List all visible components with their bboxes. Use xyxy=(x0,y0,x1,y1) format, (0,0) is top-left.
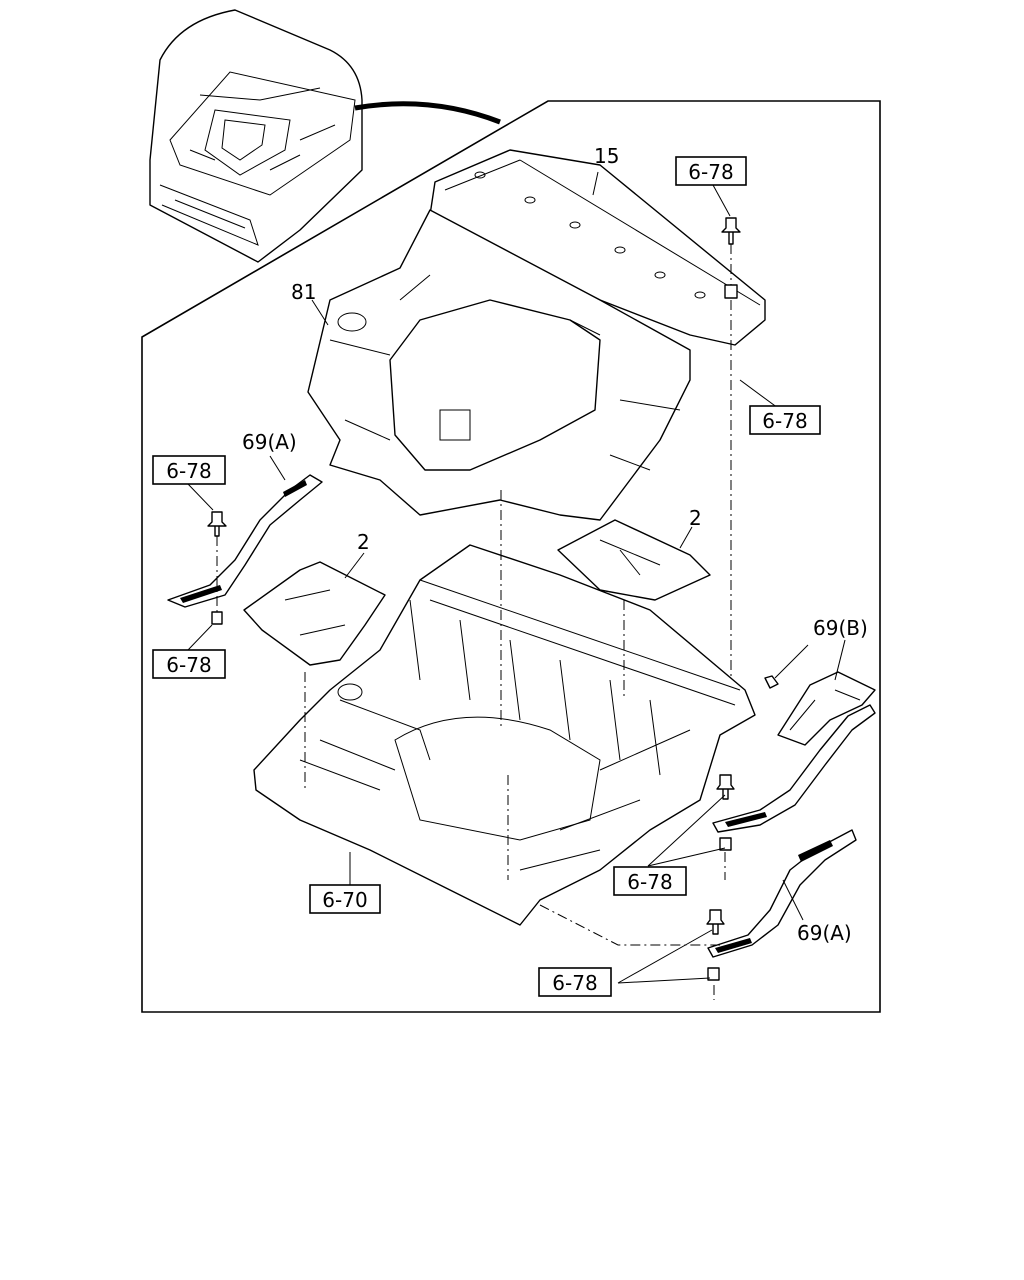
ref-box-left-lower: 6-78 xyxy=(152,649,226,679)
ref-top-right-lower-text: 6-78 xyxy=(762,409,807,433)
part-69a-right-upper-step-plate xyxy=(712,704,876,833)
ref-box-top-right-lower: 6-78 xyxy=(749,405,821,435)
label-part-69a-left: 69(A) xyxy=(242,430,297,454)
ref-floor-text: 6-70 xyxy=(322,888,367,912)
center-lines xyxy=(216,244,732,1000)
part-2-right-detail xyxy=(599,539,661,576)
ref-right-middle-text: 6-78 xyxy=(627,870,672,894)
part-69a-left-step-plate xyxy=(167,474,323,608)
label-part-69b: 69(B) xyxy=(813,616,868,640)
cab-overview-inset xyxy=(149,9,501,263)
label-part-15: 15 xyxy=(594,144,619,168)
label-part-2-left: 2 xyxy=(357,530,370,554)
ref-top-right-upper-text: 6-78 xyxy=(688,160,733,184)
ref-left-upper-text: 6-78 xyxy=(166,459,211,483)
leader-lines xyxy=(187,171,846,984)
ref-bottom-text: 6-78 xyxy=(552,971,597,995)
ref-box-floor: 6-70 xyxy=(309,884,381,914)
ref-box-top-right-upper: 6-78 xyxy=(675,156,747,186)
ref-box-bottom: 6-78 xyxy=(538,967,612,997)
label-part-69a-right: 69(A) xyxy=(797,921,852,945)
part-81-tunnel-cover xyxy=(307,209,691,521)
ref-box-left-upper: 6-78 xyxy=(152,455,226,485)
main-floor-assembly xyxy=(253,544,756,926)
label-part-81: 81 xyxy=(291,280,316,304)
part-2-left-mat xyxy=(243,561,386,666)
label-part-2-right: 2 xyxy=(689,506,702,530)
part-69b-bracket xyxy=(764,671,876,746)
inset-arrow xyxy=(354,101,501,125)
part-69a-right-lower-step-plate xyxy=(707,829,857,958)
diagram-frame xyxy=(141,100,881,1013)
ref-box-right-middle: 6-78 xyxy=(613,866,687,896)
part-2-left-detail xyxy=(284,589,346,636)
fasteners xyxy=(207,217,741,981)
ref-left-lower-text: 6-78 xyxy=(166,653,211,677)
